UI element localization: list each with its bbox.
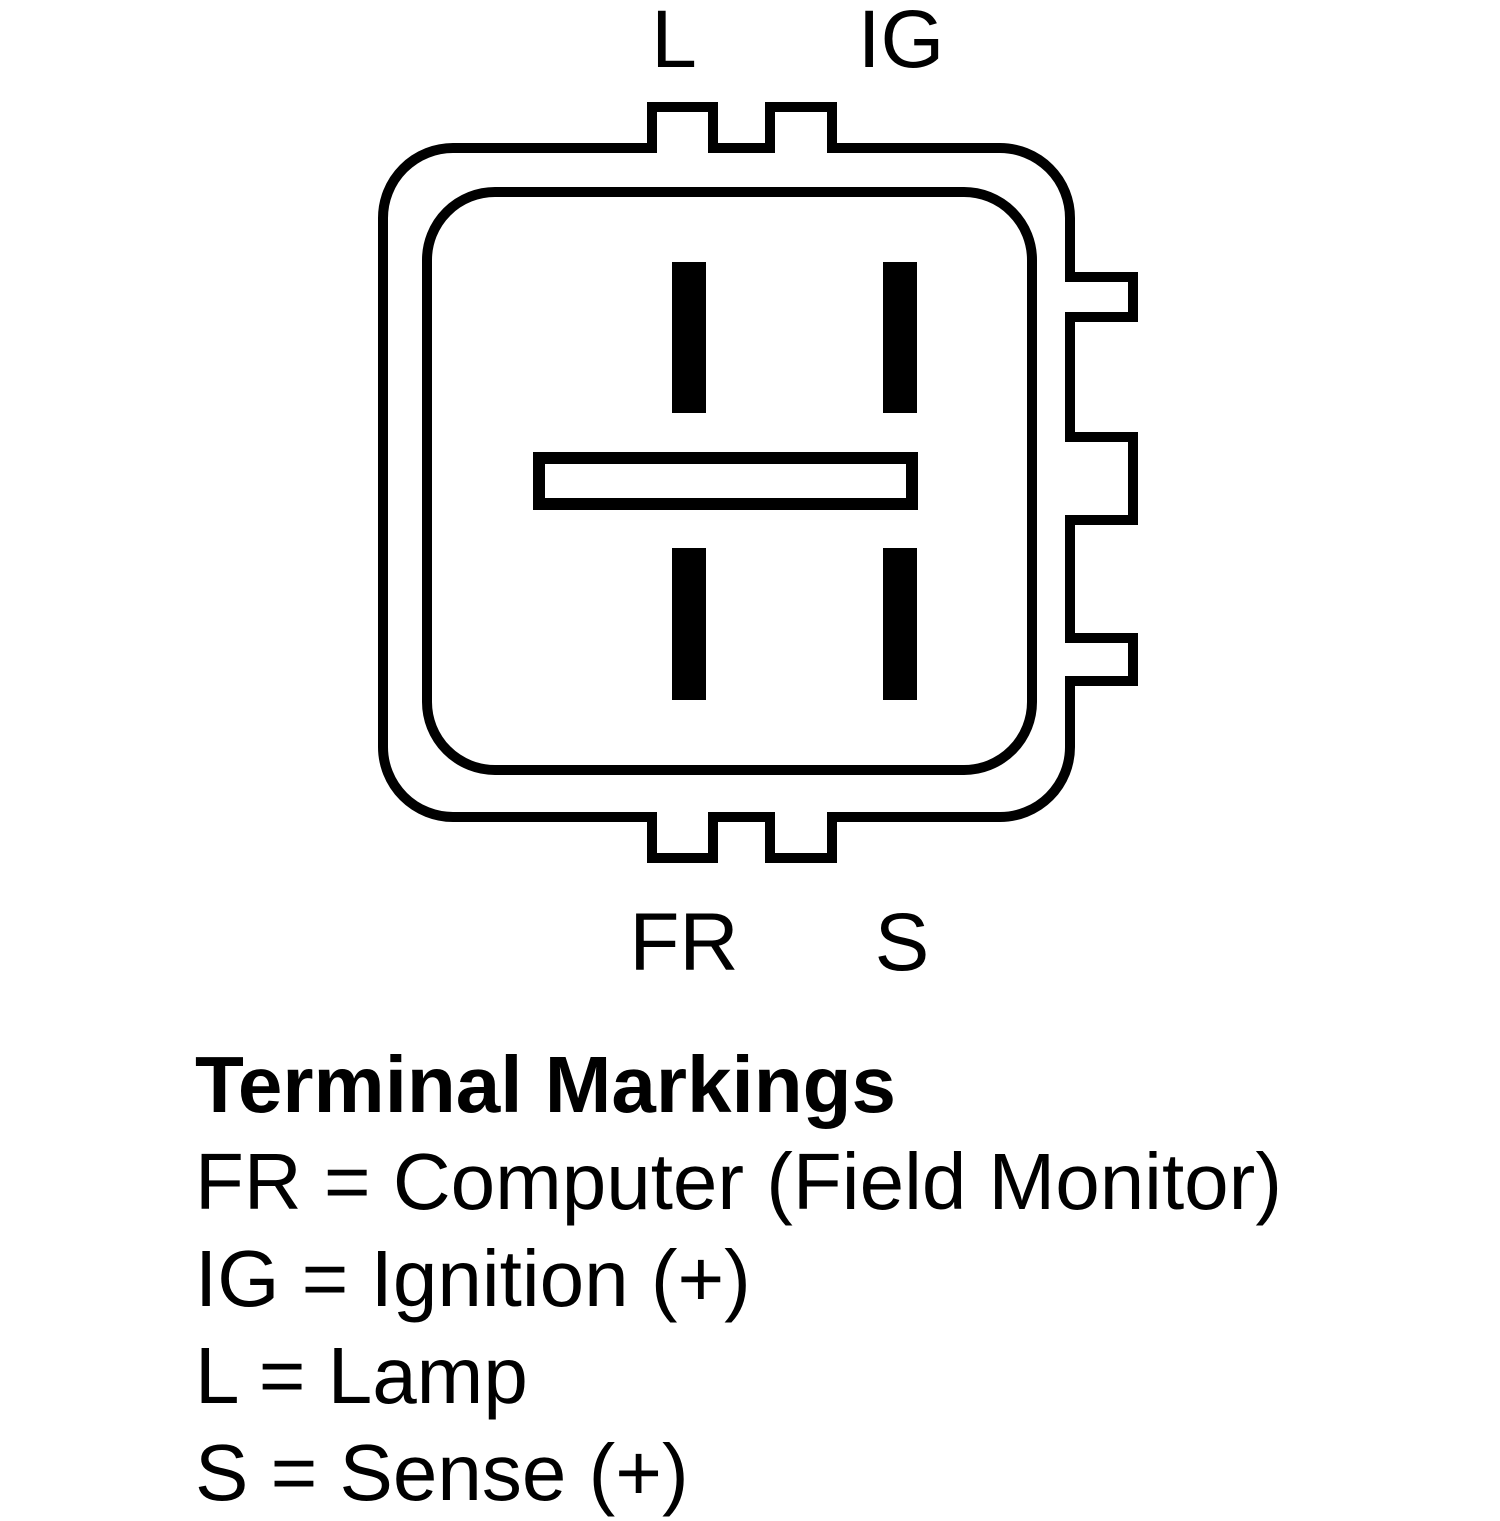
legend-entry-ig: IG = Ignition (+) [195,1234,751,1323]
connector-pinout-diagram: L IG FR S [378,0,1138,988]
legend-entry-fr: FR = Computer (Field Monitor) [195,1137,1282,1226]
center-key-slot [533,452,918,510]
terminal-label-s: S [875,897,930,988]
pin-s [883,548,917,700]
connector-diagram-svg: L IG FR S [378,0,1138,988]
terminal-markings-legend: Terminal Markings FR = Computer (Field M… [195,1036,1282,1521]
terminal-label-l: L [651,0,697,85]
terminal-label-ig: IG [858,0,945,85]
terminal-label-fr: FR [629,897,738,988]
legend-title: Terminal Markings [195,1040,896,1129]
legend-entry-s: S = Sense (+) [195,1428,689,1517]
pin-fr [672,548,706,700]
pin-l [672,262,706,413]
legend-entry-l: L = Lamp [195,1331,528,1420]
pin-ig [883,262,917,413]
